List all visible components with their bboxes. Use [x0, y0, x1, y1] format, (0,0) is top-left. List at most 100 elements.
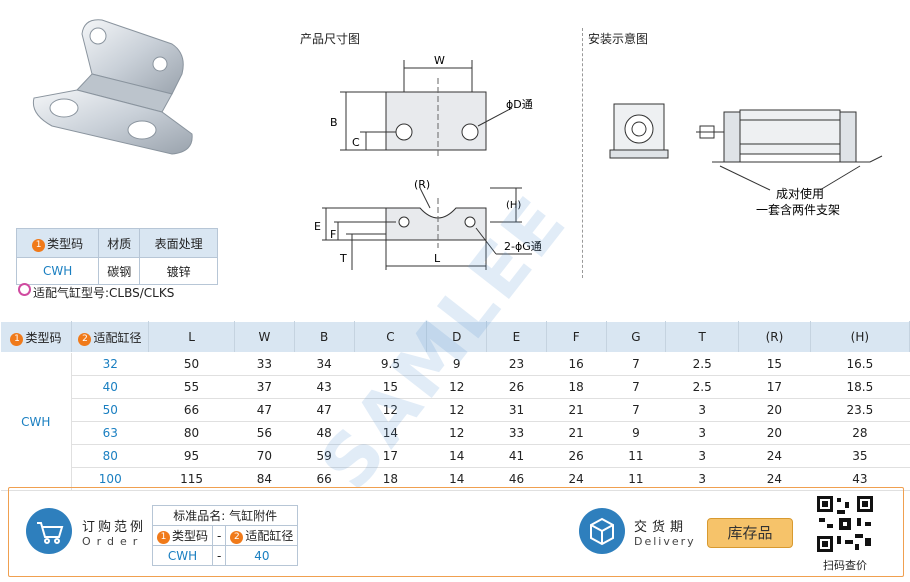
cell-value: 14	[426, 444, 487, 468]
cell-value: 66	[294, 467, 354, 491]
delivery-title-en: Delivery	[634, 535, 696, 548]
cell-value: 7	[606, 398, 666, 422]
cell-value: 26	[486, 375, 547, 399]
cell-value: 95	[148, 444, 235, 468]
cell-value: 23	[486, 352, 547, 376]
cell-value: 20	[738, 398, 811, 422]
cell-value: 35	[810, 444, 910, 468]
dimension-drawing: W B C ϕD通 (R) (H) E F T L 2-ϕG通	[314, 54, 542, 270]
header-w: W	[234, 321, 295, 353]
cell-value: 11	[606, 444, 666, 468]
delivery-title: 交货期	[634, 520, 689, 535]
cell-value: 43	[294, 375, 354, 399]
cell-value: 47	[294, 398, 354, 422]
order-title: 订购范例	[82, 520, 147, 535]
cell-value: 66	[148, 398, 235, 422]
cell-bore: 80	[71, 444, 149, 468]
box-icon	[579, 508, 625, 554]
header-l: L	[147, 321, 236, 353]
dim-c: C	[352, 136, 360, 149]
spec-material-value: 碳钢	[98, 257, 141, 285]
qr-label: 扫码查价	[823, 559, 867, 572]
header-e: E	[486, 321, 547, 353]
dim-w: W	[434, 54, 445, 67]
cell-value: 46	[486, 467, 547, 491]
dim-r: (R)	[414, 178, 430, 191]
cell-value: 9.5	[354, 352, 427, 376]
cell-value: 18	[354, 467, 427, 491]
cell-value: 16	[546, 352, 607, 376]
cell-value: 47	[234, 398, 295, 422]
cell-value: 59	[294, 444, 354, 468]
cell-bore: 32	[71, 352, 149, 376]
cell-value: 24	[738, 467, 811, 491]
cell-value: 21	[546, 421, 607, 445]
header-h: (H)	[809, 321, 910, 353]
dim-g: 2-ϕG通	[504, 240, 542, 253]
cell-value: 84	[234, 467, 295, 491]
cell-value: 24	[738, 444, 811, 468]
header-r: (R)	[738, 321, 811, 353]
cell-value: 12	[354, 398, 427, 422]
cell-value: 18	[546, 375, 607, 399]
cell-value: 3	[665, 398, 739, 422]
order-dash-2: -	[212, 545, 227, 566]
install-caption-1: 成对使用	[776, 186, 824, 201]
header-g: G	[605, 321, 667, 353]
cell-value: 2.5	[665, 375, 739, 399]
dim-b: B	[330, 116, 338, 129]
dim-e: E	[314, 220, 321, 233]
cell-value: 17	[354, 444, 427, 468]
cell-bore: 63	[71, 421, 149, 445]
product-image	[32, 19, 193, 155]
dim-f: F	[330, 228, 336, 241]
dimension-title: 产品尺寸图	[300, 32, 361, 46]
cell-value: 33	[234, 352, 295, 376]
cell-value: 50	[148, 352, 235, 376]
cell-value: 23.5	[810, 398, 910, 422]
cell-value: 3	[665, 421, 739, 445]
dim-l: L	[434, 252, 441, 265]
order-val-bore: 40	[225, 545, 299, 566]
section-divider	[582, 28, 583, 278]
cell-value: 14	[426, 467, 487, 491]
cell-value: 9	[426, 352, 487, 376]
cell-value: 16.5	[810, 352, 910, 376]
spec-finish-value: 镀锌	[139, 257, 218, 285]
cell-value: 43	[810, 467, 910, 491]
cell-value: 18.5	[810, 375, 910, 399]
order-val-type: CWH	[151, 545, 214, 566]
spec-type-value: CWH	[15, 257, 100, 285]
cell-value: 37	[234, 375, 295, 399]
cell-value: 9	[606, 421, 666, 445]
std-name: 标准品名: 气缸附件	[151, 505, 299, 526]
header-f: F	[545, 321, 607, 353]
cell-value: 26	[546, 444, 607, 468]
fit-note: 适配气缸型号:CLBS/CLKS	[18, 283, 174, 301]
cell-bore: 40	[71, 375, 149, 399]
cell-value: 12	[426, 398, 487, 422]
cell-value: 2.5	[665, 352, 739, 376]
cell-value: 48	[294, 421, 354, 445]
header-c: C	[353, 321, 428, 353]
order-title-en: Order	[82, 535, 144, 548]
qr-code-icon[interactable]	[815, 494, 875, 554]
order-dash: -	[212, 525, 227, 546]
cell-value: 17	[738, 375, 811, 399]
cell-value: 55	[148, 375, 235, 399]
cell-value: 7	[606, 352, 666, 376]
cell-value: 11	[606, 467, 666, 491]
install-title: 安装示意图	[588, 32, 649, 46]
cell-value: 12	[426, 421, 487, 445]
order-bar	[8, 487, 904, 577]
cell-value: 80	[148, 421, 235, 445]
